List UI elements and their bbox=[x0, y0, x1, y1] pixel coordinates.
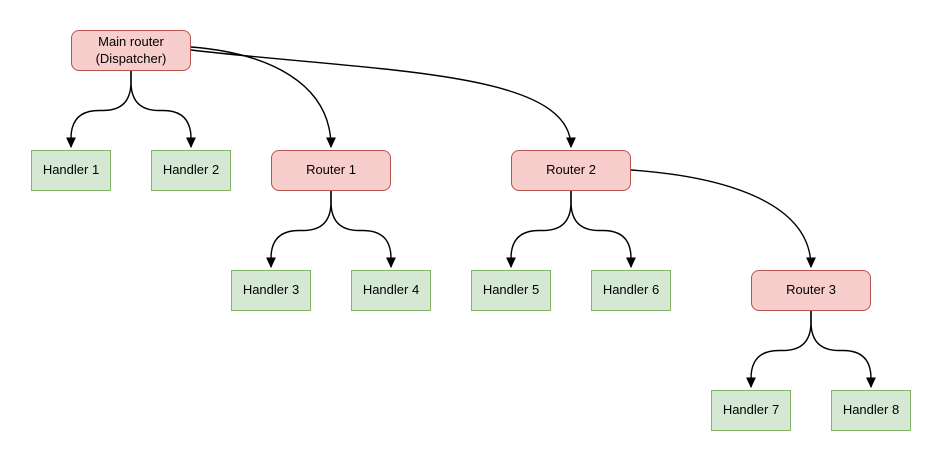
node-handler-2-label: Handler 2 bbox=[162, 162, 220, 178]
edge-router-1-to-handler-3 bbox=[266, 191, 332, 269]
node-handler-4-label: Handler 4 bbox=[362, 282, 420, 298]
node-main-router-label: Main router (Dispatcher) bbox=[95, 34, 167, 66]
node-handler-7-label: Handler 7 bbox=[722, 402, 780, 418]
node-router-3-label: Router 3 bbox=[786, 282, 836, 298]
edge-main-router-to-router-1 bbox=[190, 46, 336, 149]
edge-router-2-to-handler-6 bbox=[570, 191, 636, 269]
node-handler-6-label: Handler 6 bbox=[602, 282, 660, 298]
node-handler-4: Handler 4 bbox=[351, 270, 431, 311]
node-handler-1: Handler 1 bbox=[31, 150, 111, 191]
edge-main-router-to-handler-2 bbox=[130, 71, 196, 149]
node-handler-2: Handler 2 bbox=[151, 150, 231, 191]
node-router-1-label: Router 1 bbox=[306, 162, 356, 178]
edge-router-3-to-handler-8 bbox=[810, 311, 876, 389]
node-handler-1-label: Handler 1 bbox=[42, 162, 100, 178]
node-main-router: Main router (Dispatcher) bbox=[71, 30, 191, 71]
edge-router-3-to-handler-7 bbox=[746, 311, 812, 389]
node-handler-3-label: Handler 3 bbox=[242, 282, 300, 298]
node-handler-6: Handler 6 bbox=[591, 270, 671, 311]
edge-router-2-to-handler-5 bbox=[506, 191, 572, 269]
edge-router-1-to-handler-4 bbox=[330, 191, 396, 269]
node-router-1: Router 1 bbox=[271, 150, 391, 191]
edge-main-router-to-handler-1 bbox=[66, 71, 132, 149]
node-handler-8: Handler 8 bbox=[831, 390, 911, 431]
node-handler-5: Handler 5 bbox=[471, 270, 551, 311]
node-handler-7: Handler 7 bbox=[711, 390, 791, 431]
node-router-2: Router 2 bbox=[511, 150, 631, 191]
node-handler-5-label: Handler 5 bbox=[482, 282, 540, 298]
node-handler-3: Handler 3 bbox=[231, 270, 311, 311]
node-router-2-label: Router 2 bbox=[546, 162, 596, 178]
edge-main-router-to-router-2 bbox=[190, 49, 576, 149]
edge-router-2-to-router-3 bbox=[630, 169, 816, 269]
node-handler-8-label: Handler 8 bbox=[842, 402, 900, 418]
node-router-3: Router 3 bbox=[751, 270, 871, 311]
